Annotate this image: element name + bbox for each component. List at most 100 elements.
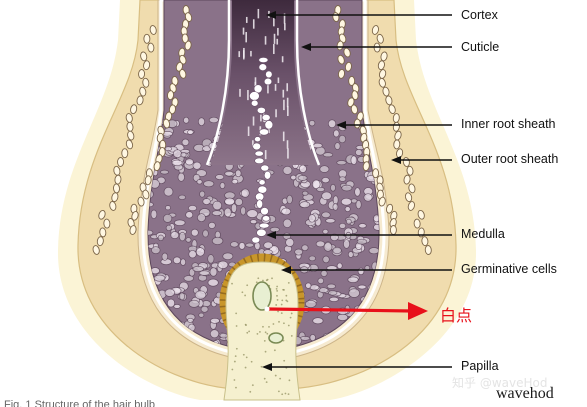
bulb-cell xyxy=(202,198,211,205)
bulb-cell xyxy=(180,258,187,266)
bulb-cell xyxy=(373,214,380,223)
sheath-cell xyxy=(378,77,386,88)
sheath-cell xyxy=(337,54,345,65)
bulb-cell xyxy=(195,247,205,257)
sheath-cell xyxy=(407,201,415,211)
cortex-streak xyxy=(264,36,267,45)
bulb-cell xyxy=(164,146,172,152)
papilla-cell-dot xyxy=(273,349,276,352)
bulb-cell xyxy=(338,134,347,144)
bulb-cell xyxy=(337,313,349,321)
medulla-spot xyxy=(254,157,265,164)
medulla-spot xyxy=(265,70,273,79)
bulb-cell xyxy=(163,186,174,197)
bulb-cell xyxy=(222,252,234,261)
bulb-cell xyxy=(192,161,202,170)
red-arrowhead xyxy=(408,302,428,320)
bulb-cell xyxy=(192,265,204,272)
sheath-cell xyxy=(169,83,177,93)
cortex-streak xyxy=(250,50,252,57)
cortex-streak xyxy=(287,148,289,159)
bulb-cell xyxy=(234,169,242,178)
papilla-cell-dot xyxy=(276,290,279,292)
cortex-streak xyxy=(260,114,262,122)
sheath-cell xyxy=(138,69,146,79)
bulb-cell xyxy=(341,184,353,192)
label-cuticle: Cuticle xyxy=(461,40,500,54)
papilla-cell-dot xyxy=(256,333,259,335)
sheath-cell xyxy=(121,148,129,159)
sheath-cell xyxy=(156,132,164,143)
papilla-cell-dot xyxy=(255,281,258,284)
bulb-cell xyxy=(347,276,359,283)
papilla-cell-dot xyxy=(262,325,264,328)
bulb-cell xyxy=(322,152,334,158)
bulb-cell xyxy=(329,296,339,302)
cortex-streak xyxy=(252,116,255,126)
bulb-cell xyxy=(285,237,295,247)
medulla-spot xyxy=(252,142,262,151)
bulb-cell xyxy=(325,218,336,224)
sheath-cell xyxy=(408,183,416,194)
medulla-spot xyxy=(249,91,260,101)
bulb-cell xyxy=(323,242,333,252)
cortex-streak xyxy=(247,126,250,136)
bulb-cell xyxy=(263,241,273,249)
sheath-cell xyxy=(417,227,425,238)
bulb-cell xyxy=(355,148,363,156)
arrowhead-outer-root-sheath xyxy=(391,156,401,164)
arrowhead-germinative-cells xyxy=(281,266,291,274)
cortex-streak xyxy=(286,83,289,92)
bulb-cell xyxy=(178,231,186,242)
signature: wavehod xyxy=(496,385,554,402)
sheath-cell xyxy=(405,192,413,203)
sheath-cell xyxy=(348,76,356,86)
medulla-spot xyxy=(258,63,267,71)
bulb-cell xyxy=(164,288,176,297)
cortex-streak xyxy=(273,44,275,55)
watermark: 知乎 @waveHod xyxy=(452,376,548,390)
papilla-cell-dot xyxy=(244,366,247,369)
sheath-cell xyxy=(137,196,145,207)
papilla-cell-dot xyxy=(285,294,288,297)
cortex-streak xyxy=(275,109,277,118)
sheath-cell xyxy=(96,236,104,247)
cortex-streak xyxy=(268,127,270,134)
bulb-cell xyxy=(336,160,347,166)
bulb-cell xyxy=(336,262,343,269)
bulb-cell xyxy=(187,205,198,212)
papilla-cell-dot xyxy=(290,335,293,337)
papilla-cell-dot xyxy=(264,350,267,353)
bulb-cell xyxy=(315,240,326,248)
sheath-cell xyxy=(125,139,134,150)
bulb-cell xyxy=(178,292,186,301)
sheath-cell xyxy=(127,130,135,141)
bulb-cell xyxy=(174,219,186,226)
sheath-cell xyxy=(143,33,151,44)
sheath-cell xyxy=(336,40,344,51)
papilla-cell-dot xyxy=(235,347,238,350)
papilla-cell-dot xyxy=(234,355,237,357)
bulb-cell xyxy=(210,317,220,324)
sheath-cell xyxy=(343,47,351,58)
shaft-edge-left xyxy=(205,0,231,166)
bulb-cell xyxy=(294,248,304,256)
bulb-cell xyxy=(357,267,365,276)
bulb-cell xyxy=(343,239,350,249)
papilla-cell-dot xyxy=(231,368,234,371)
cortex-streak xyxy=(276,38,279,45)
sheath-cell xyxy=(109,201,117,211)
sheath-cell xyxy=(143,60,151,71)
papilla-cell-dot xyxy=(287,324,290,327)
bulb-cell xyxy=(207,278,219,287)
sheath-cell xyxy=(175,61,183,72)
sheath-cell xyxy=(371,25,379,35)
bulb-cell xyxy=(199,190,206,198)
label-medulla: Medulla xyxy=(461,227,505,241)
papilla-cell-dot xyxy=(233,360,236,363)
bulb-cell xyxy=(240,188,250,198)
sheath-cell xyxy=(417,209,425,220)
bulb-cell xyxy=(321,177,330,184)
papilla-cell-dot xyxy=(265,279,268,282)
medulla-spot xyxy=(260,207,269,216)
